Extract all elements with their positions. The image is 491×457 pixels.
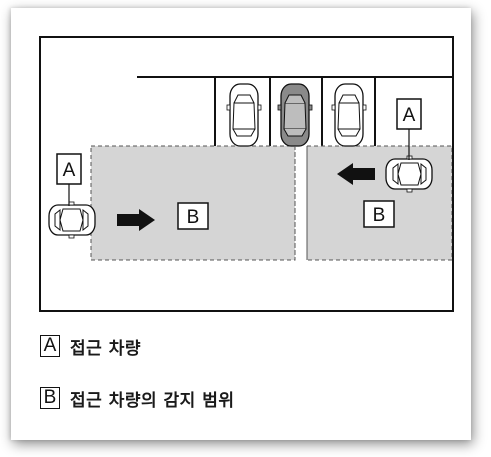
label-b-right: B (363, 200, 395, 228)
diagram-canvas: A B A B (48, 76, 452, 261)
label-a-right: A (396, 98, 422, 130)
svg-text:B: B (373, 205, 386, 226)
label-b-left: B (177, 202, 209, 230)
legend-key-b: B (40, 387, 60, 409)
approaching-vehicle-left (48, 201, 96, 239)
legend-text-a: 접근 차량 (70, 338, 141, 359)
svg-text:A: A (403, 105, 416, 126)
approaching-vehicle-right (385, 155, 433, 193)
svg-text:B: B (187, 207, 200, 228)
parked-car (226, 83, 262, 147)
arrow-left-icon (337, 163, 375, 185)
legend-text-b: 접근 차량의 감지 범위 (70, 390, 235, 411)
legend-item-b: B 접근 차량의 감지 범위 (40, 385, 235, 411)
own-vehicle (277, 83, 313, 147)
legend-key-a: A (40, 335, 60, 357)
arrow-right-icon (117, 209, 155, 231)
legend-item-a: A 접근 차량 (40, 333, 141, 359)
label-a-left: A (56, 153, 82, 185)
parking-detection-diagram: A B A B (39, 36, 454, 312)
parked-car (331, 83, 367, 147)
svg-text:A: A (63, 160, 76, 181)
